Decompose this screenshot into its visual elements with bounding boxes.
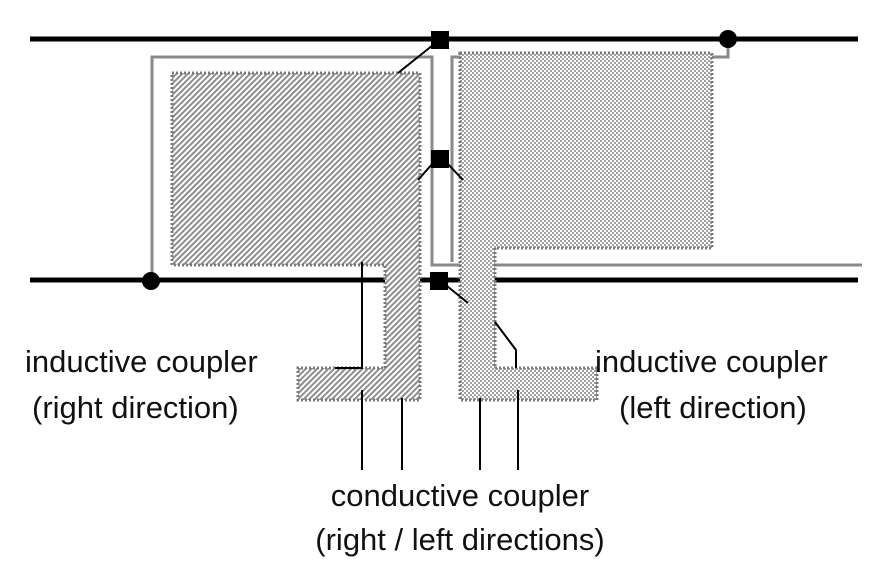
conductive-label-line1: conductive coupler [330, 478, 590, 513]
top-node-lead [397, 44, 434, 74]
inductive-left-label-line1: inductive coupler [595, 344, 828, 379]
top-junction-node [431, 31, 449, 49]
middle-junction-node [431, 150, 449, 168]
inductive-right-label-line2: (right direction) [32, 390, 239, 425]
right-direction-inductive-coupler-shape [170, 71, 422, 402]
right-coupler-pointer [335, 262, 363, 369]
middle-node-lead-left [417, 162, 434, 181]
middle-node-lead-right [446, 162, 464, 181]
top-rail-dot [719, 30, 737, 48]
left-loop-outline [150, 55, 862, 280]
conductive-label-line2: (right / left directions) [315, 522, 605, 557]
left-coupler-pointer [494, 321, 517, 368]
left-direction-inductive-coupler-shape [458, 51, 714, 402]
bottom-rail-dot [142, 272, 160, 290]
inductive-left-label-line2: (left direction) [619, 390, 807, 425]
bottom-node-lead [446, 285, 469, 304]
bottom-junction-node [430, 272, 448, 290]
inductive-right-label-line1: inductive coupler [25, 344, 258, 379]
